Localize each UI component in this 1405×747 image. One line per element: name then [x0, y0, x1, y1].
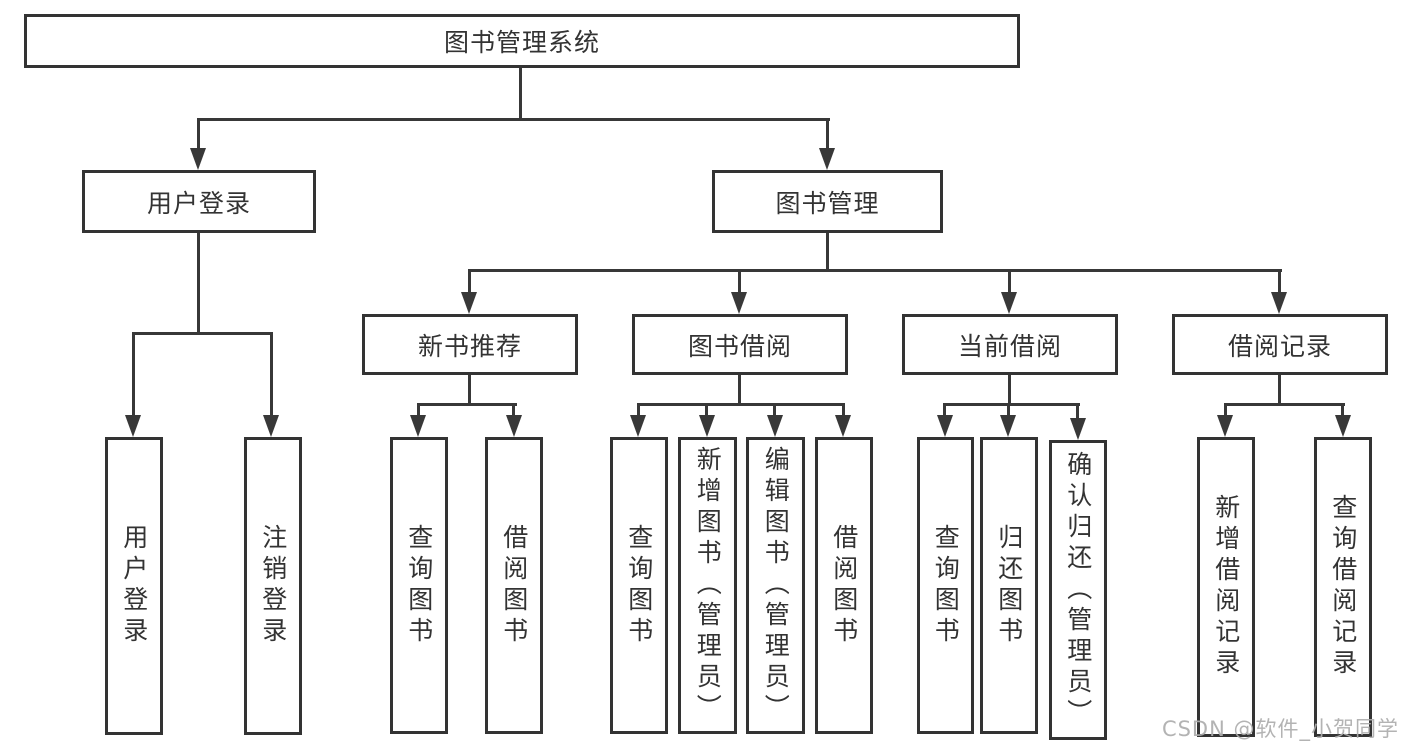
watermark: CSDN @软件_小贺同学: [1161, 717, 1399, 741]
connector-line: [1076, 405, 1079, 421]
connector-line: [738, 373, 741, 406]
leaf-label: 查询图书: [931, 523, 961, 648]
leaf-label: 借阅图书: [829, 523, 859, 648]
connector-line: [1341, 405, 1344, 419]
node-book-borrowing: 图书借阅: [632, 314, 848, 375]
arrow-down-icon: [263, 415, 279, 437]
connector-line: [468, 373, 471, 406]
leaf-label: 确认归还（管理员）: [1063, 450, 1093, 730]
leaf-label: 注销登录: [258, 524, 288, 648]
leaf-query-borrow-record: 查询借阅记录: [1314, 437, 1372, 737]
leaf-user-login: 用户登录: [105, 437, 163, 735]
connector-line: [1008, 271, 1011, 295]
arrow-down-icon: [699, 415, 715, 437]
connector-line: [512, 405, 515, 419]
connector-line: [1007, 405, 1010, 419]
arrow-down-icon: [190, 148, 206, 170]
leaf-label: 借阅图书: [499, 523, 529, 648]
connector-line: [270, 334, 273, 420]
node-borrowing-records: 借阅记录: [1172, 314, 1388, 375]
leaf-label: 新增图书（管理员）: [693, 446, 723, 725]
node-user-login: 用户登录: [82, 170, 316, 233]
connector-line: [519, 65, 522, 121]
leaf-label: 编辑图书（管理员）: [761, 446, 791, 725]
node-book-management: 图书管理: [712, 170, 943, 233]
connector-line: [842, 405, 845, 419]
connector-line: [197, 231, 200, 335]
leaf-query-books-borrowing: 查询图书: [610, 437, 668, 734]
connector-line: [637, 403, 845, 406]
leaf-borrow-books-borrowing: 借阅图书: [815, 437, 873, 734]
node-library-management-system: 图书管理系统: [24, 14, 1020, 68]
arrow-down-icon: [1335, 415, 1351, 437]
connector-line: [773, 405, 776, 419]
arrow-down-icon: [1000, 415, 1016, 437]
leaf-label: 用户登录: [119, 524, 149, 648]
node-new-book-recommendation: 新书推荐: [362, 314, 578, 375]
arrow-down-icon: [506, 415, 522, 437]
arrow-down-icon: [1001, 292, 1017, 314]
connector-line: [1224, 403, 1345, 406]
arrow-down-icon: [461, 292, 477, 314]
connector-line: [468, 269, 1282, 272]
arrow-down-icon: [937, 415, 953, 437]
connector-line: [197, 118, 830, 121]
leaf-query-books-recommend: 查询图书: [390, 437, 448, 734]
arrow-down-icon: [125, 415, 141, 437]
connector-line: [468, 271, 471, 295]
connector-line: [943, 405, 946, 419]
connector-line: [826, 231, 829, 272]
connector-line: [417, 405, 420, 419]
leaf-add-borrow-record: 新增借阅记录: [1197, 437, 1255, 737]
connector-line: [132, 334, 135, 420]
connector-line: [826, 120, 829, 152]
arrow-down-icon: [1217, 415, 1233, 437]
connector-line: [1008, 373, 1011, 406]
connector-line: [1278, 271, 1281, 295]
leaf-label: 查询图书: [404, 523, 434, 648]
arrow-down-icon: [835, 415, 851, 437]
connector-line: [637, 405, 640, 419]
arrow-down-icon: [1271, 292, 1287, 314]
leaf-return-books: 归还图书: [980, 437, 1038, 734]
leaf-label: 查询图书: [624, 523, 654, 648]
arrow-down-icon: [731, 292, 747, 314]
leaf-query-books-current: 查询图书: [917, 437, 974, 734]
connector-line: [1224, 405, 1227, 419]
leaf-edit-book-admin: 编辑图书（管理员）: [746, 437, 805, 734]
connector-line: [132, 332, 273, 335]
leaf-label: 新增借阅记录: [1211, 494, 1241, 680]
leaf-label: 归还图书: [994, 523, 1024, 648]
connector-line: [1278, 373, 1281, 406]
leaf-logout: 注销登录: [244, 437, 302, 735]
arrow-down-icon: [1070, 418, 1086, 440]
connector-line: [943, 403, 1080, 406]
connector-line: [738, 271, 741, 295]
leaf-borrow-books-recommend: 借阅图书: [485, 437, 543, 734]
connector-line: [705, 405, 708, 419]
leaf-confirm-return-admin: 确认归还（管理员）: [1049, 440, 1107, 740]
leaf-add-book-admin: 新增图书（管理员）: [678, 437, 737, 734]
arrow-down-icon: [410, 415, 426, 437]
leaf-label: 查询借阅记录: [1328, 494, 1358, 680]
arrow-down-icon: [819, 148, 835, 170]
connector-line: [417, 403, 517, 406]
node-current-borrowing: 当前借阅: [902, 314, 1118, 375]
arrow-down-icon: [630, 415, 646, 437]
arrow-down-icon: [767, 415, 783, 437]
connector-line: [197, 120, 200, 152]
